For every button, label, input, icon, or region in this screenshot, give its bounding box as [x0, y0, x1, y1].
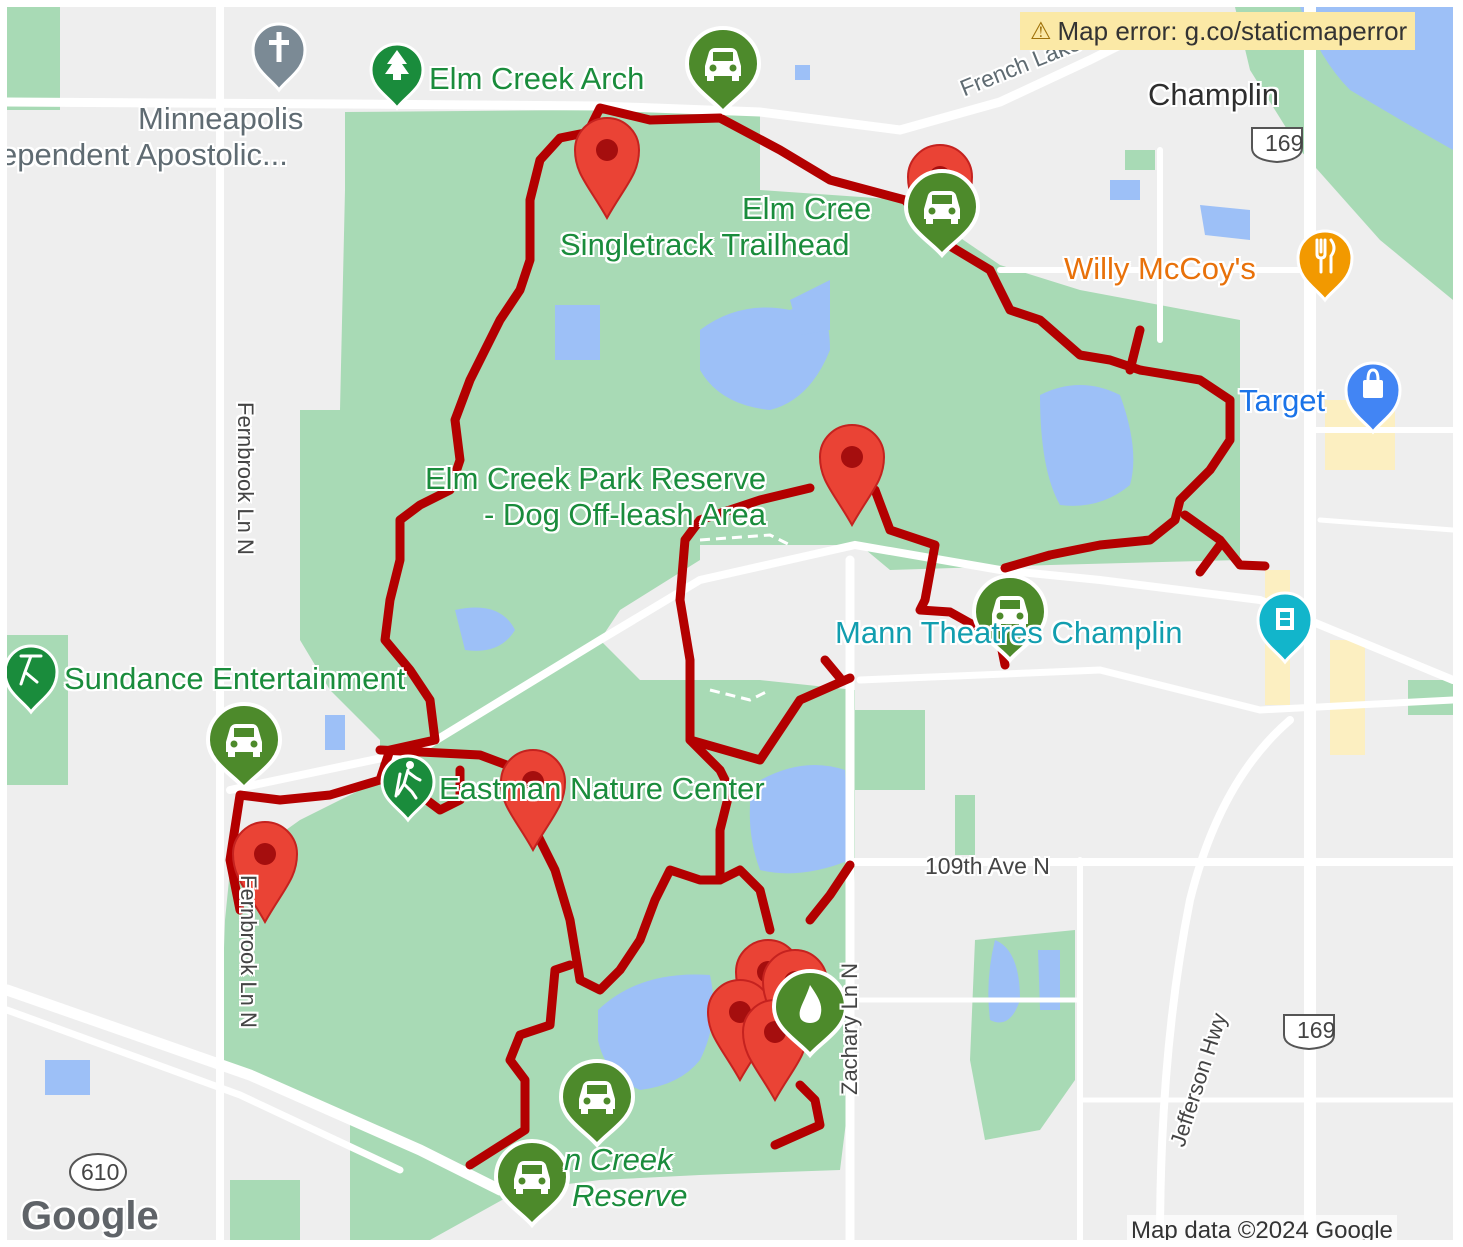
- park-sw: [230, 1180, 300, 1240]
- label-elm-creek-archery[interactable]: Elm Creek Arch: [429, 61, 645, 96]
- lake-south-2: [1038, 950, 1060, 1010]
- label-apostolic: ependent Apostolic...: [7, 137, 288, 172]
- label-hwy-169-top: 169: [1265, 130, 1304, 156]
- dashed-paths: [699, 533, 791, 702]
- label-creek-reserve-line2[interactable]: Reserve: [572, 1178, 688, 1213]
- lake-mid-2: [455, 607, 515, 651]
- lake-small-3: [795, 65, 810, 80]
- lake-ne: [1040, 385, 1134, 506]
- label-willy-mccoys[interactable]: Willy McCoy's: [1064, 251, 1256, 286]
- road-610: [7, 984, 506, 1196]
- lake-mid-1: [555, 305, 600, 360]
- label-dog-area-line1[interactable]: Elm Creek Park Reserve: [425, 461, 767, 496]
- road-610-b: [7, 1006, 404, 1174]
- label-fernbrook-bottom: Fernbrook Ln N: [236, 875, 261, 1028]
- park-small-1: [955, 795, 975, 855]
- trail-south-west: [465, 960, 575, 1170]
- golfer-icon-marker: [7, 644, 59, 715]
- road-mid: [226, 540, 1453, 794]
- road-north: [7, 35, 1135, 135]
- trail-eastman-loop: [415, 765, 465, 815]
- shopping-bag-icon-marker: [1344, 361, 1402, 435]
- map-graphics: [7, 7, 1453, 1240]
- park-main: [220, 110, 1240, 1240]
- label-champlin: Champlin: [1148, 77, 1279, 112]
- label-creek-reserve-line1[interactable]: n Creek: [564, 1142, 673, 1177]
- trail-mid-spur: [820, 655, 845, 683]
- tree-icon-marker: [369, 42, 425, 111]
- trail-mid-link: [685, 673, 855, 765]
- label-109th-ave: 109th Ave N: [925, 853, 1050, 879]
- trail-east-arm: [1180, 510, 1270, 571]
- map-error-text: Map error: g.co/staticmaperror: [1057, 15, 1408, 46]
- fork-knife-icon-marker: [1296, 229, 1354, 303]
- label-zachary-ln: Zachary Ln N: [837, 962, 862, 1095]
- park-east-1: [1408, 680, 1453, 715]
- trail-north-loop: [585, 103, 1235, 573]
- lake-north-1: [700, 305, 830, 410]
- lake-north-2: [790, 280, 830, 335]
- label-elm-creek-trailhead[interactable]: Elm Cree: [742, 191, 872, 226]
- map-canvas[interactable]: Minneapolis ependent Apostolic... Elm Cr…: [7, 7, 1453, 1240]
- hiker-icon-marker: [380, 754, 436, 823]
- park-small-2: [1125, 150, 1155, 170]
- label-hwy-610: 610: [81, 1159, 120, 1185]
- trail-south-end: [770, 1080, 825, 1150]
- trail-east-spur: [1195, 540, 1225, 577]
- road-east-grid-5: [1317, 517, 1453, 533]
- map-error-banner[interactable]: ⚠ Map error: g.co/staticmaperror: [1020, 12, 1416, 50]
- warning-icon: ⚠: [1030, 17, 1052, 45]
- road-east-mid: [856, 666, 1453, 714]
- label-sundance[interactable]: Sundance Entertainment: [64, 661, 406, 696]
- label-hwy-169-bottom: 169: [1297, 1017, 1336, 1043]
- lake-east: [749, 765, 850, 874]
- lake-small-2: [1110, 180, 1140, 200]
- flame-icon-marker: [771, 969, 849, 1059]
- park-areas: [7, 7, 1453, 1240]
- lake-sw: [45, 1060, 90, 1095]
- park-north-west: [7, 7, 60, 110]
- park-east-2: [855, 710, 925, 790]
- label-singletrack-trailhead[interactable]: Singletrack Trailhead: [560, 227, 850, 262]
- trail-north-west: [225, 125, 605, 915]
- lake-main: [598, 974, 714, 1090]
- cross-icon-marker: [251, 22, 307, 93]
- lake-small-1: [325, 715, 345, 750]
- label-mann-theatres[interactable]: Mann Theatres Champlin: [835, 615, 1183, 650]
- film-icon-marker: [1256, 591, 1314, 665]
- label-dog-area-line2[interactable]: - Dog Off-leash Area: [484, 497, 767, 532]
- label-minneapolis: Minneapolis: [138, 101, 304, 136]
- trail-center: [675, 483, 815, 935]
- highway-shields: [69, 127, 1335, 1191]
- label-target[interactable]: Target: [1239, 383, 1326, 418]
- google-logo: Google: [21, 1194, 159, 1238]
- label-fernbrook-top: Fernbrook Ln N: [233, 402, 258, 555]
- trail-east-branch: [1125, 325, 1145, 375]
- road-jefferson: [1156, 716, 1294, 1240]
- label-eastman-nature-center[interactable]: Eastman Nature Center: [439, 771, 765, 806]
- trail-south-east: [805, 860, 855, 925]
- map-attribution[interactable]: Map data ©2024 Google: [1127, 1215, 1397, 1240]
- lake-champlin: [1200, 205, 1250, 240]
